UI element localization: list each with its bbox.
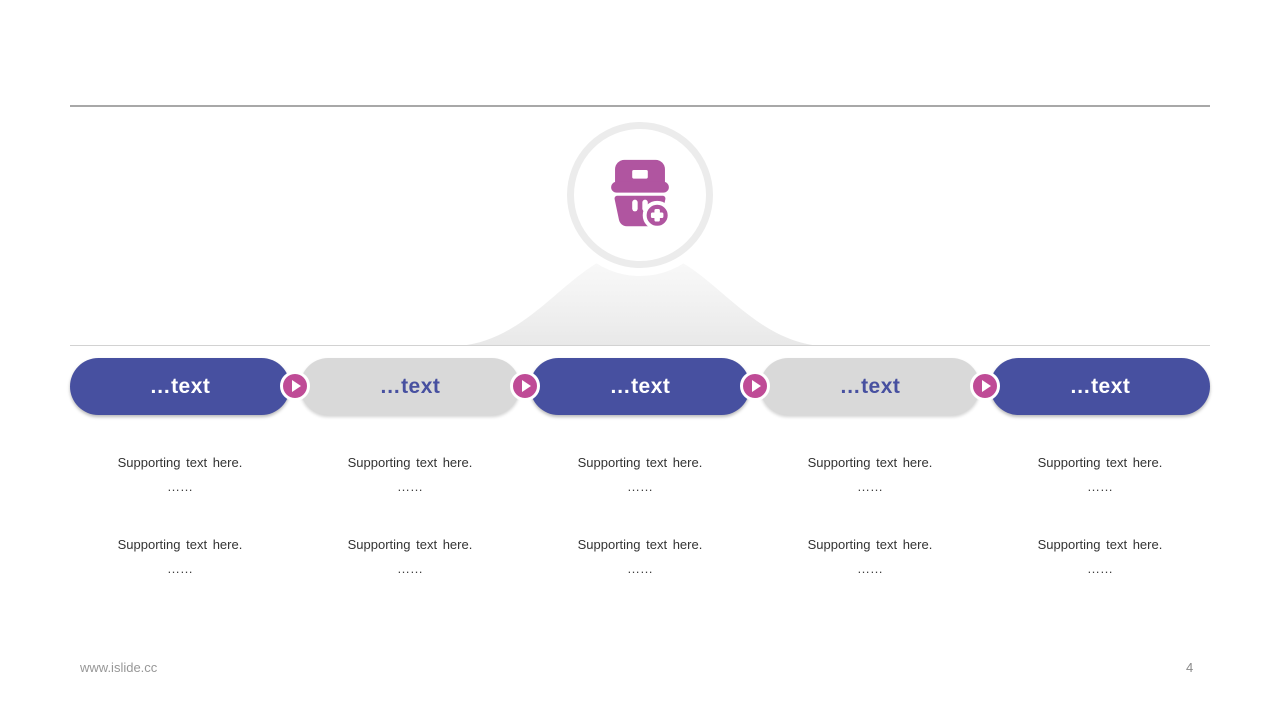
page-number: 4	[1186, 660, 1194, 675]
play-arrow-icon[interactable]	[970, 371, 1000, 401]
supporting-text: Supporting text here.	[347, 537, 473, 552]
step-notes-1: Supporting text here. …… Supporting text…	[70, 455, 290, 577]
header-icon-circle[interactable]	[567, 122, 713, 268]
ellipsis-text: ……	[857, 479, 883, 494]
ellipsis-text: ……	[167, 561, 193, 576]
ellipsis-text: ……	[627, 561, 653, 576]
supporting-text: Supporting text here.	[1037, 455, 1163, 470]
basket-add-icon	[611, 159, 672, 230]
step-notes-5: Supporting text here. …… Supporting text…	[990, 455, 1210, 577]
ellipsis-text: ……	[167, 479, 193, 494]
footer-url[interactable]: www.islide.cc	[80, 660, 158, 675]
step-label: …text	[379, 374, 441, 398]
step-label: …text	[609, 374, 671, 398]
step-pill-5[interactable]: …text	[990, 358, 1210, 415]
step-pill-2[interactable]: …text	[300, 358, 520, 415]
play-arrow-icon[interactable]	[510, 371, 540, 401]
step-pill-3[interactable]: …text	[530, 358, 750, 415]
step-label: …text	[839, 374, 901, 398]
mid-divider	[70, 345, 1210, 346]
supporting-text: Supporting text here.	[807, 537, 933, 552]
supporting-text: Supporting text here.	[117, 455, 243, 470]
play-arrow-icon[interactable]	[280, 371, 310, 401]
step-pill-4[interactable]: …text	[760, 358, 980, 415]
supporting-text: Supporting text here.	[577, 455, 703, 470]
step-notes-2: Supporting text here. …… Supporting text…	[300, 455, 520, 577]
step-label: …text	[149, 374, 211, 398]
ellipsis-text: ……	[627, 479, 653, 494]
ellipsis-text: ……	[857, 561, 883, 576]
supporting-text: Supporting text here.	[117, 537, 243, 552]
spotlight-flare	[460, 250, 820, 346]
step-label: …text	[1069, 374, 1131, 398]
ellipsis-text: ……	[397, 561, 423, 576]
ellipsis-text: ……	[397, 479, 423, 494]
step-notes-3: Supporting text here. …… Supporting text…	[530, 455, 750, 577]
supporting-text: Supporting text here.	[347, 455, 473, 470]
supporting-text: Supporting text here.	[807, 455, 933, 470]
ellipsis-text: ……	[1087, 479, 1113, 494]
supporting-text: Supporting text here.	[577, 537, 703, 552]
play-arrow-icon[interactable]	[740, 371, 770, 401]
step-notes-4: Supporting text here. …… Supporting text…	[760, 455, 980, 577]
ellipsis-text: ……	[1087, 561, 1113, 576]
top-divider	[70, 105, 1210, 107]
step-pill-1[interactable]: …text	[70, 358, 290, 415]
supporting-text: Supporting text here.	[1037, 537, 1163, 552]
